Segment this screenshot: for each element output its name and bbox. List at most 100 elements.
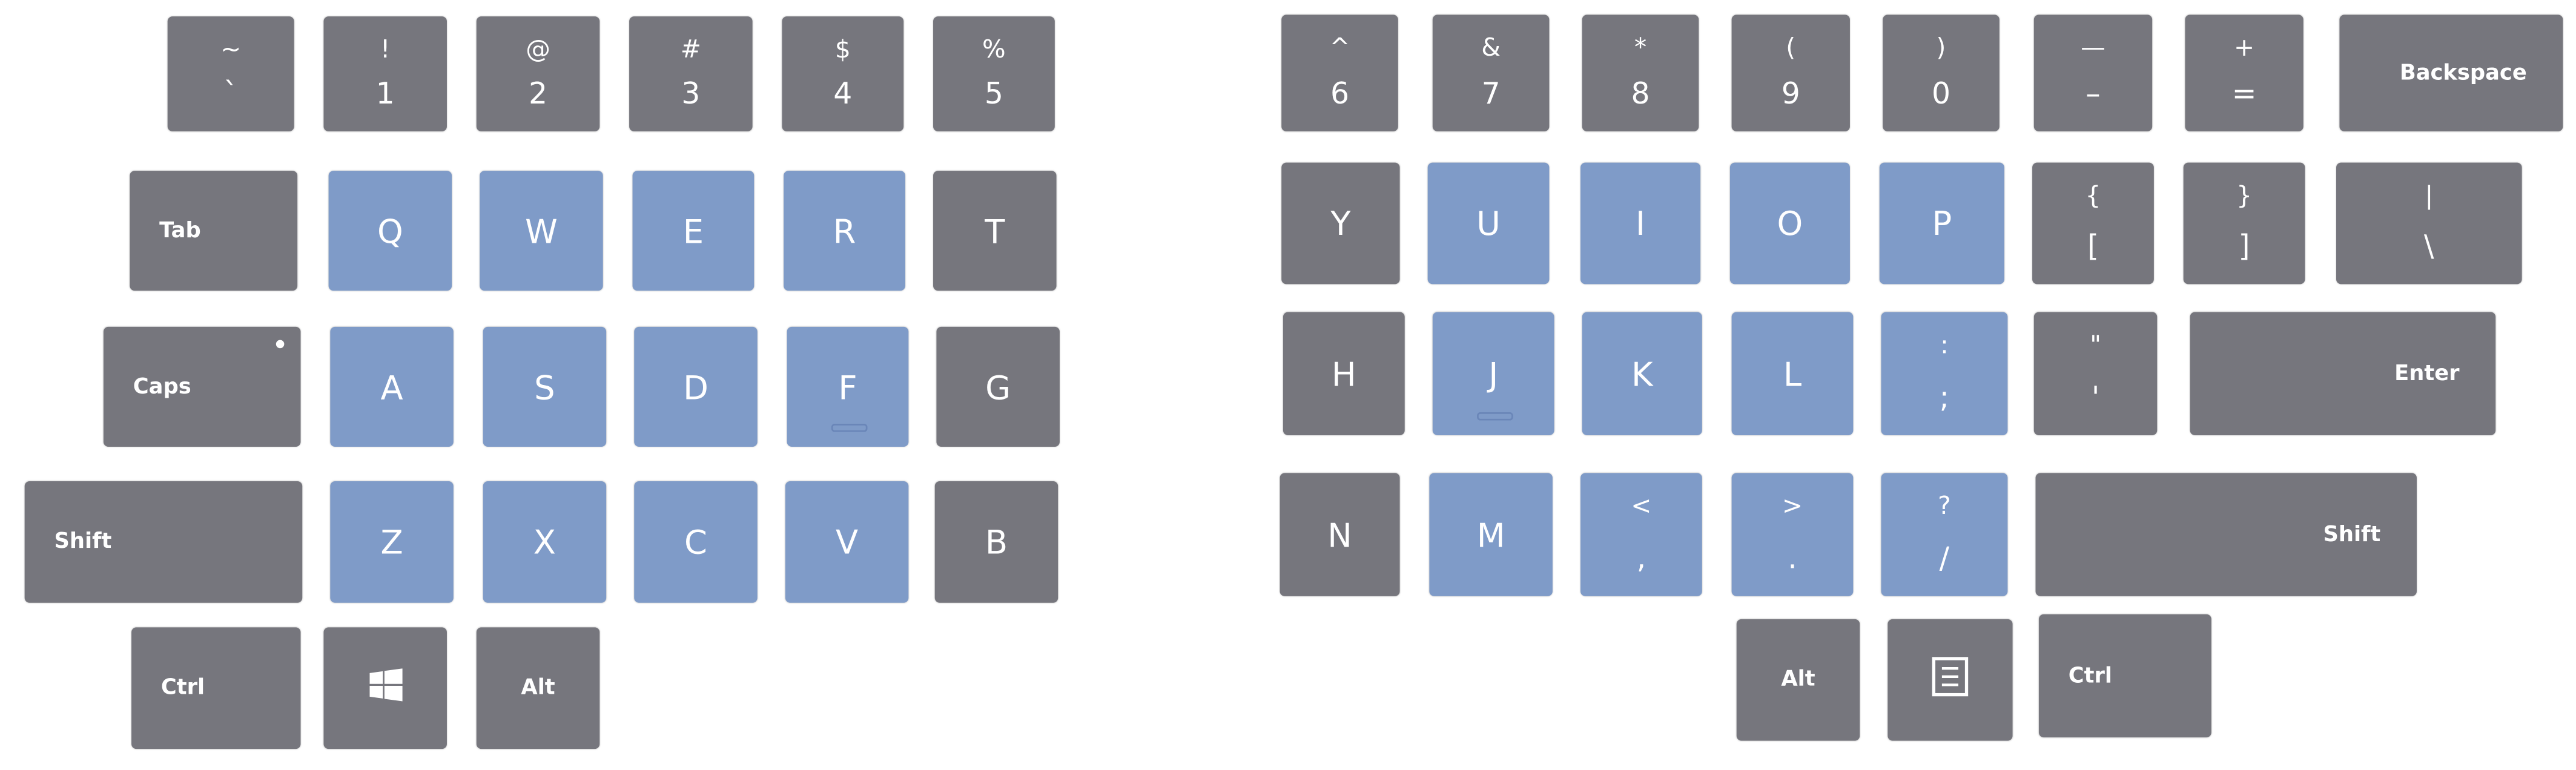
key-right-shift[interactable]: Shift [2035,473,2417,596]
key-o[interactable]: O [1729,162,1850,285]
key-i[interactable]: I [1580,162,1701,285]
key-4[interactable]: $4 [782,16,904,132]
key-r[interactable]: R [784,171,905,291]
key-menu[interactable] [1887,619,2013,741]
key-letter: G [985,367,1011,407]
key-label: Shift [54,529,112,554]
key-letter: Y [1330,203,1351,243]
key-7[interactable]: &7 [1432,15,1550,132]
key-backtick[interactable]: ~` [167,16,294,132]
key-6[interactable]: ^6 [1281,15,1398,132]
key-letter: M [1476,515,1505,554]
key-shift-symbol: ( [1786,33,1796,63]
key-letter: R [833,211,856,251]
key-backspace[interactable]: Backspace [2339,15,2563,132]
key-right-ctrl[interactable]: Ctrl [2038,614,2211,738]
key-shift-symbol: > [1782,491,1803,521]
key-e[interactable]: E [632,171,755,291]
key-b[interactable]: B [934,481,1058,603]
menu-icon [1932,657,1969,703]
key-base-symbol: \ [2424,229,2434,265]
key-a[interactable]: A [330,326,454,447]
key-shift-symbol: " [2090,330,2101,360]
key-shift-symbol: ? [1938,491,1951,521]
key-windows[interactable] [323,627,447,749]
key-label: Enter [2394,361,2460,386]
key-w[interactable]: W [480,171,603,291]
key-semicolon[interactable]: :; [1881,312,2008,435]
key-2[interactable]: @2 [476,16,600,132]
key-g[interactable]: G [936,326,1060,447]
key-base-symbol: ' [2091,381,2100,416]
key-period[interactable]: >. [1731,473,1854,596]
key-j[interactable]: J [1432,312,1554,435]
key-right-alt[interactable]: Alt [1736,619,1860,741]
key-k[interactable]: K [1582,312,1702,435]
key-shift-symbol: & [1481,33,1501,63]
key-label: Ctrl [2068,663,2113,688]
key-label: Alt [521,676,555,701]
key-shift-symbol: ~ [220,34,242,64]
key-5[interactable]: %5 [933,16,1055,132]
key-left-alt[interactable]: Alt [476,627,600,749]
key-p[interactable]: P [1879,162,2004,285]
key-h[interactable]: H [1283,312,1405,435]
key-label: Shift [2323,522,2381,547]
key-shift-symbol: ! [380,34,391,64]
key-u[interactable]: U [1427,162,1550,285]
key-base-symbol: 9 [1781,77,1800,112]
key-quote[interactable]: "' [2033,312,2158,435]
key-base-symbol: ; [1939,381,1950,416]
key-label: Tab [159,218,201,243]
key-l[interactable]: L [1731,312,1854,435]
key-v[interactable]: V [785,481,909,603]
key-letter: J [1488,354,1499,393]
key-letter: Z [380,522,403,562]
key-enter[interactable]: Enter [2190,312,2496,435]
key-equals[interactable]: += [2185,15,2304,132]
key-label: Alt [1781,667,1815,693]
key-letter: D [683,367,708,407]
key-base-symbol: 1 [375,77,395,112]
key-m[interactable]: M [1429,473,1553,596]
key-0[interactable]: )0 [1883,15,2000,132]
key-letter: T [985,211,1005,251]
key-z[interactable]: Z [330,481,454,603]
key-1[interactable]: !1 [323,16,447,132]
key-n[interactable]: N [1280,473,1400,596]
key-label: Backspace [2399,61,2527,86]
key-base-symbol: 6 [1330,77,1350,112]
key-shift-symbol: * [1634,33,1647,63]
key-y[interactable]: Y [1281,162,1400,285]
key-slash[interactable]: ?/ [1881,473,2008,596]
key-right-bracket[interactable]: }] [2183,162,2305,285]
key-letter: A [380,367,403,407]
key-shift-symbol: : [1940,330,1949,360]
key-base-symbol: 0 [1931,77,1951,112]
key-minus[interactable]: —– [2033,15,2153,132]
key-s[interactable]: S [483,326,607,447]
key-tab[interactable]: Tab [130,171,298,291]
key-left-bracket[interactable]: {[ [2032,162,2154,285]
key-c[interactable]: C [634,481,758,603]
key-label: Caps [133,374,191,400]
key-letter: E [682,211,704,251]
key-shift-symbol: % [982,34,1006,64]
key-comma[interactable]: <, [1580,473,1702,596]
key-x[interactable]: X [483,481,607,603]
key-t[interactable]: T [933,171,1057,291]
key-8[interactable]: *8 [1582,15,1699,132]
key-shift-symbol: # [680,34,701,64]
key-letter: L [1783,354,1802,393]
key-letter: N [1327,515,1352,554]
key-d[interactable]: D [634,326,758,447]
key-9[interactable]: (9 [1731,15,1850,132]
key-backslash[interactable]: |\ [2336,162,2522,285]
key-caps[interactable]: Caps [103,326,301,447]
key-f[interactable]: F [787,326,909,447]
key-q[interactable]: Q [328,171,452,291]
key-3[interactable]: #3 [629,16,753,132]
key-letter: Q [377,211,403,251]
key-left-ctrl[interactable]: Ctrl [131,627,301,749]
key-left-shift[interactable]: Shift [24,481,303,603]
